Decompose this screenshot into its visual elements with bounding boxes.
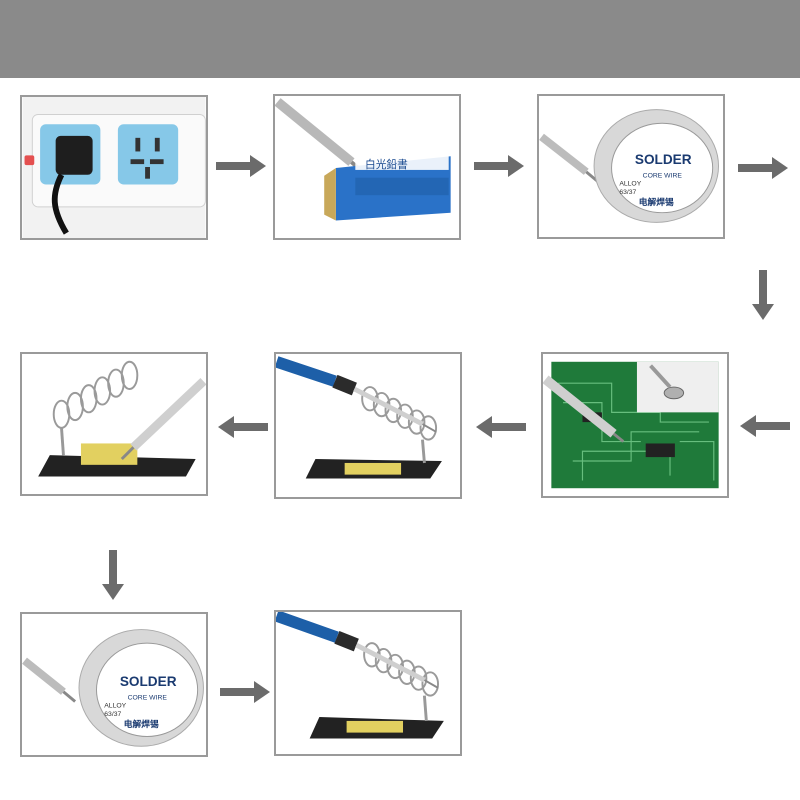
spool-alloy: ALLOY <box>619 180 641 187</box>
spool-cn: 电解焊锡 <box>124 718 159 729</box>
spool-sub: CORE WIRE <box>128 695 168 702</box>
flow-arrow-right <box>220 681 270 703</box>
step-7-solder-wire-panel: SOLDER CORE WIRE ALLOY 63/37 电解焊锡 <box>20 612 208 757</box>
flow-arrow-left <box>218 416 268 438</box>
iron-in-stand-icon <box>276 356 442 479</box>
step-5-iron-in-stand-panel <box>274 352 462 499</box>
step-3-solder-wire-panel: SOLDER CORE WIRE ALLOY 63/37 电解焊锡 <box>537 94 725 239</box>
flow-arrow-right <box>216 155 266 177</box>
solder-wire-spool-icon: SOLDER CORE WIRE ALLOY 63/37 电解焊锡 <box>539 109 720 223</box>
spool-alloy: ALLOY <box>104 702 126 709</box>
top-banner <box>0 0 800 78</box>
flow-arrow-down <box>102 550 124 600</box>
spool-brand: SOLDER <box>635 152 692 167</box>
iron-tip-tinning-box-icon: 白光鉛書 <box>275 98 451 221</box>
power-socket-plug-icon <box>22 97 206 238</box>
step-6-empty-stand-panel <box>20 352 208 496</box>
spool-brand: SOLDER <box>120 674 177 689</box>
pcb-soldering-icon <box>543 361 719 489</box>
spool-sub: CORE WIRE <box>643 173 683 180</box>
spool-ratio: 63/37 <box>619 189 636 196</box>
box-label: 白光鉛書 <box>365 158 408 171</box>
iron-in-stand-icon <box>276 612 444 739</box>
step-2-tip-tinning-panel: 白光鉛書 <box>273 94 461 240</box>
spool-ratio: 63/37 <box>104 711 121 718</box>
step-4-pcb-soldering-panel <box>541 352 729 498</box>
flow-arrow-down <box>752 270 774 320</box>
empty-stand-icon <box>38 360 206 477</box>
spool-cn: 电解焊锡 <box>639 196 674 207</box>
flow-arrow-right <box>474 155 524 177</box>
flow-arrow-left <box>476 416 526 438</box>
solder-wire-spool-icon: SOLDER CORE WIRE ALLOY 63/37 电解焊锡 <box>22 629 204 747</box>
flow-arrow-left <box>740 415 790 437</box>
flow-arrow-right <box>738 157 788 179</box>
step-1-plug-in-panel <box>20 95 208 240</box>
step-8-iron-in-stand-panel <box>274 610 462 756</box>
